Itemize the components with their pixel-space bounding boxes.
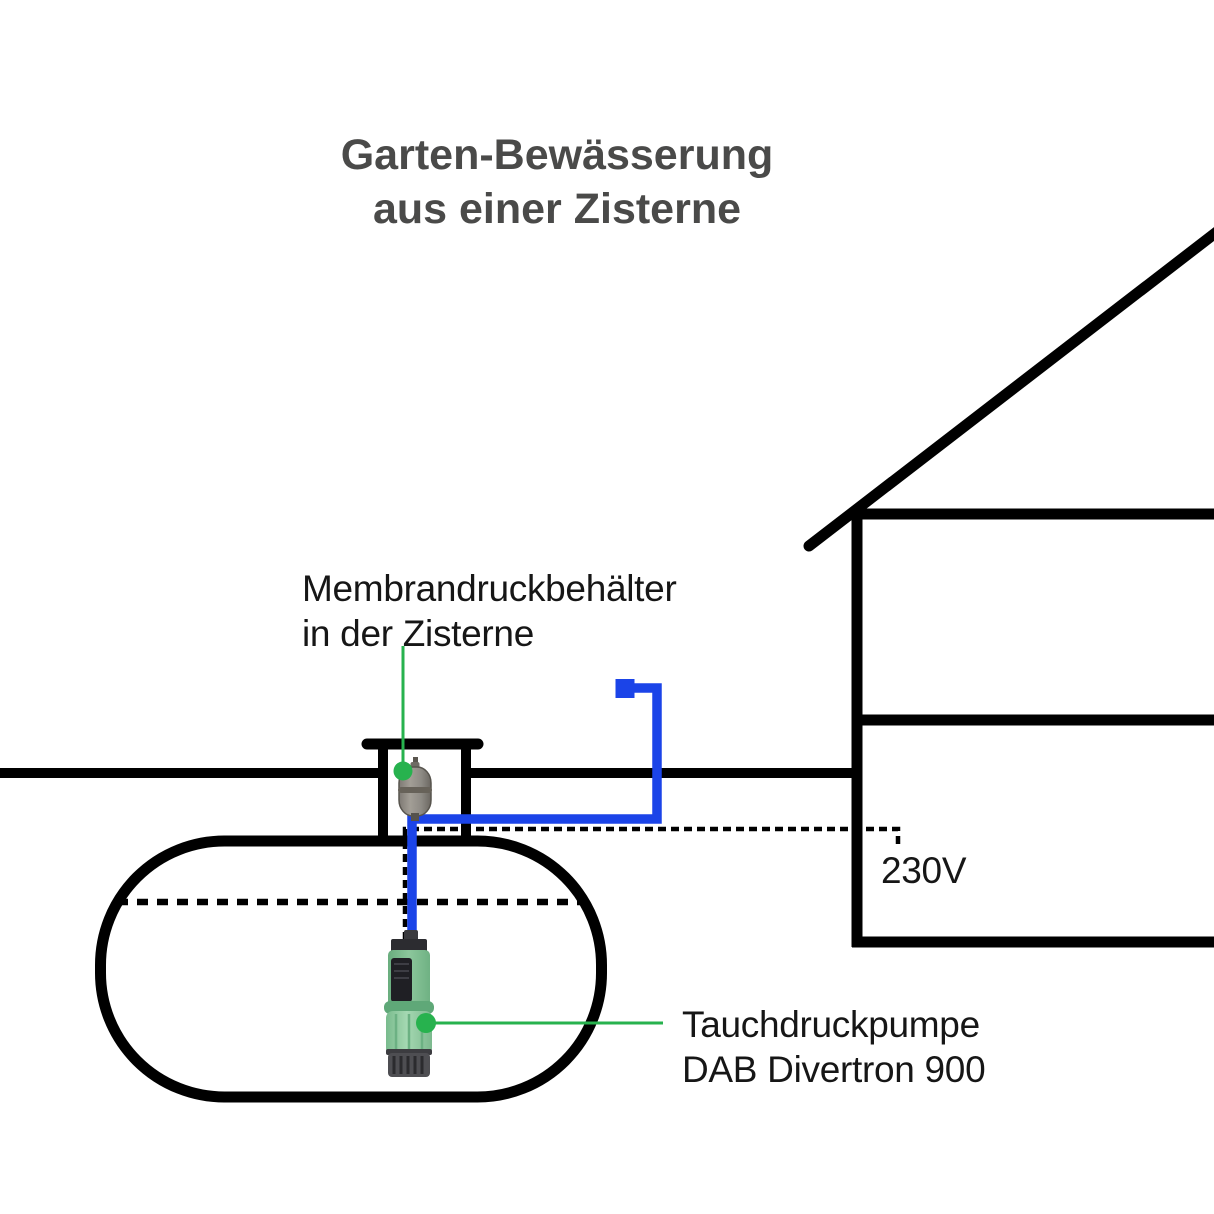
pump-label: Tauchdruckpumpe DAB Divertron 900: [682, 1002, 986, 1092]
vessel-top-valve: [413, 757, 418, 763]
pump-label-line1: Tauchdruckpumpe: [682, 1004, 980, 1045]
leader-lines: [393, 646, 663, 1033]
pump-top-cap: [391, 939, 427, 952]
pump-collar: [384, 1001, 434, 1014]
vessel-weld-band: [398, 787, 432, 793]
house-outline: [803, 227, 1214, 948]
water-pipe-line: [407, 683, 662, 940]
pump-motor-panel: [391, 958, 412, 1002]
house-roof-line: [803, 227, 1214, 552]
diagram-title-line1: Garten-Bewässerung: [340, 131, 774, 179]
diagram-title: Garten-Bewässerung aus einer Zisterne: [157, 128, 957, 236]
tap-icon: [615, 679, 635, 698]
cistern-tank-outline: [95, 835, 607, 1103]
submersible-pump-icon: [384, 930, 434, 1077]
power-cable-dashed-line: [402, 826, 901, 940]
voltage-label: 230V: [881, 850, 967, 891]
membrane-vessel-label: Membrandruckbehälter in der Zisterne: [302, 566, 677, 656]
pump-label-line2: DAB Divertron 900: [682, 1049, 986, 1090]
membrane-vessel-label-line1: Membrandruckbehälter: [302, 568, 677, 609]
diagram-title-line2: aus einer Zisterne: [372, 185, 742, 233]
vessel-bottom-stem: [411, 813, 419, 821]
membrane-leader-dot: [393, 761, 413, 781]
membrane-vessel-label-line2: in der Zisterne: [302, 613, 534, 654]
